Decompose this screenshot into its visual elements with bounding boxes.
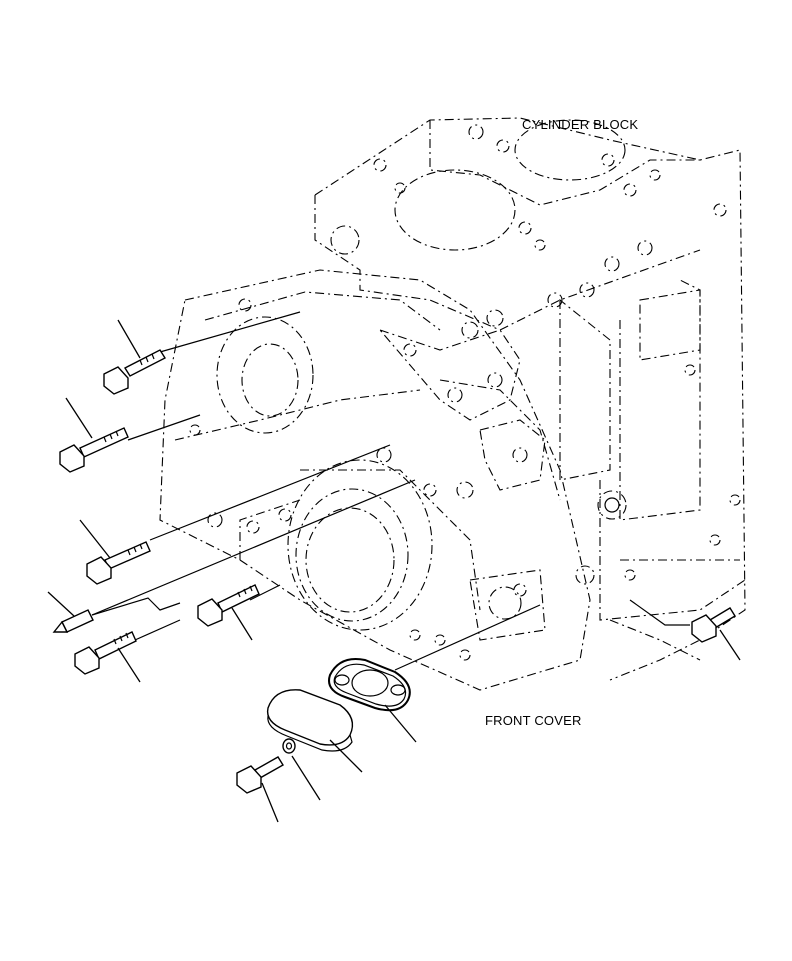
cylinder-block-outline <box>314 117 746 681</box>
gasket <box>328 658 411 712</box>
front-cover-label: FRONT COVER <box>485 713 582 728</box>
cylinder-block-label: CYLINDER BLOCK <box>522 117 638 132</box>
bolt-5 <box>197 584 260 627</box>
bolt-7 <box>236 756 284 794</box>
bolt-1 <box>103 349 166 395</box>
dowel-pin <box>52 609 94 633</box>
front-cover-outline <box>159 269 595 691</box>
leader-lines <box>47 319 741 823</box>
bolt-3 <box>86 541 151 585</box>
cover-plate <box>266 689 354 752</box>
bolt-4 <box>74 631 137 675</box>
bolt-2 <box>59 427 129 473</box>
alignment-lines <box>91 311 690 671</box>
washer <box>282 738 296 754</box>
bolt-6 <box>691 607 736 643</box>
